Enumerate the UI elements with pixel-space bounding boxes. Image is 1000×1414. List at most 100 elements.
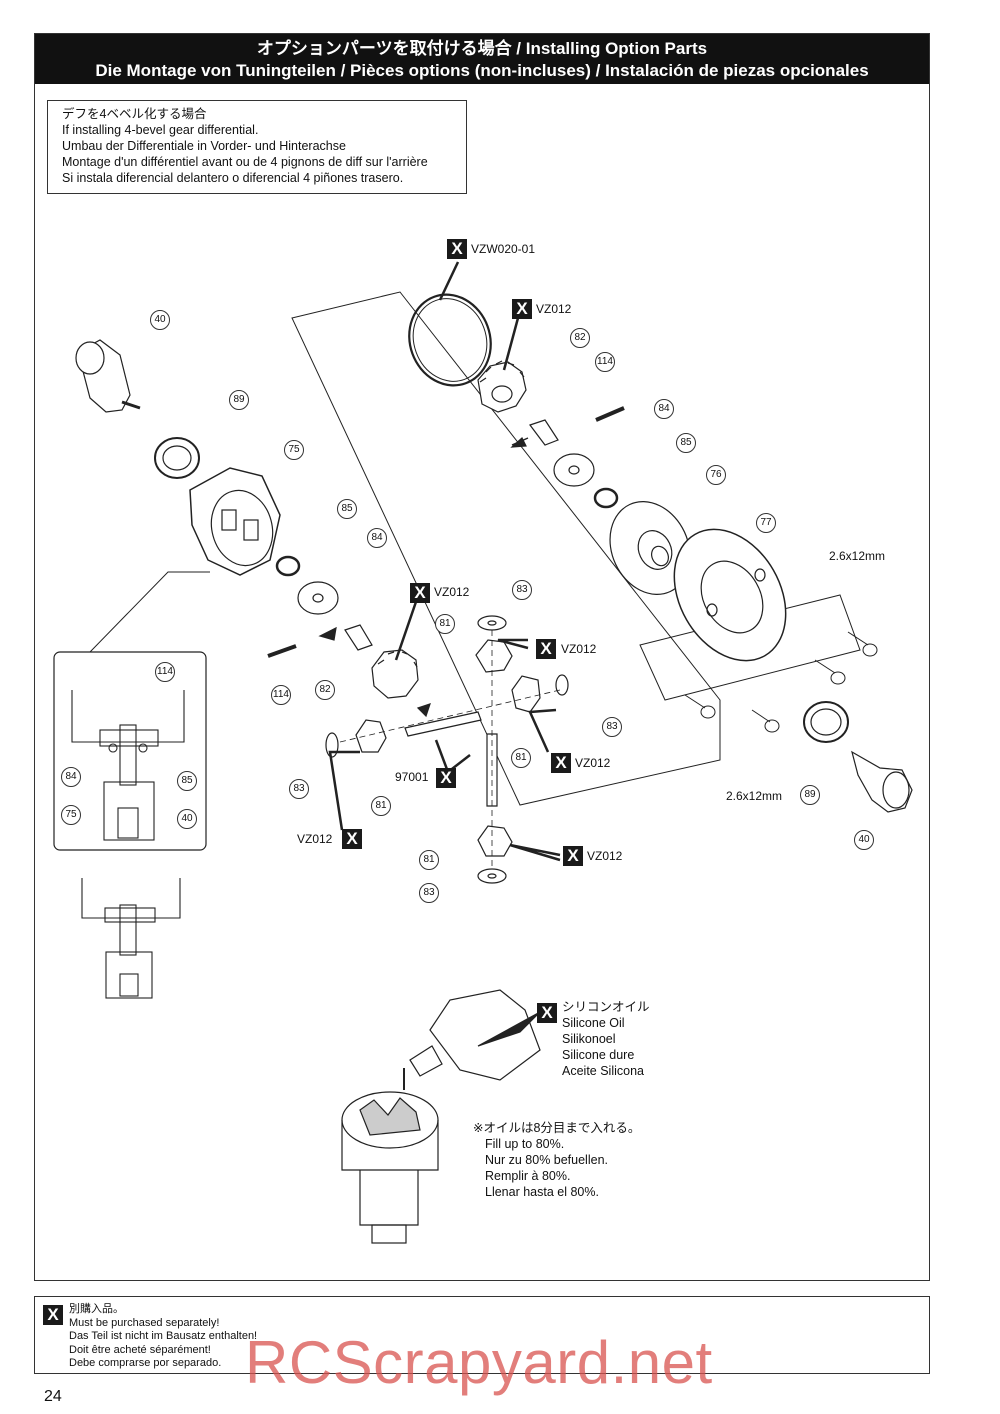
x-mark-vz012-right: X (551, 753, 571, 773)
washer-84-left (297, 581, 339, 615)
part-number-82-top: 82 (570, 328, 590, 348)
watermark: RCScrapyard.net (245, 1329, 713, 1396)
x-mark-vz012-top: X (512, 299, 532, 319)
inset-number-75: 75 (61, 805, 81, 825)
legend-text: 別購入品。 Must be purchased separately! Das … (69, 1303, 257, 1371)
bevel-gear-82-top (477, 360, 527, 413)
fill-line-de: Nur zu 80% befuellen. (485, 1153, 608, 1167)
part-number-83-top: 83 (512, 580, 532, 600)
filled-diff-case (341, 1091, 439, 1244)
legend-line-jp: 別購入品。 (69, 1303, 124, 1315)
part-number-40-left: 40 (150, 310, 170, 330)
gear-panel-outline (291, 291, 721, 806)
part-number-114-top: 114 (595, 352, 615, 372)
legend-line-de: Das Teil ist nicht im Bausatz enthalten! (69, 1330, 258, 1342)
silicone-oil-label: シリコンオイル Silicone Oil Silikonoel Silicone… (562, 999, 650, 1079)
oil-line-fr: Silicone dure (562, 1048, 635, 1062)
pinion-gears-81 (355, 639, 541, 857)
legend-line-es: Debe comprarse por separado. (69, 1357, 222, 1369)
part-number-89-left: 89 (229, 390, 249, 410)
part-number-83-right: 83 (602, 717, 622, 737)
output-cup-40-left (75, 339, 141, 413)
x-mark-vz012-bottom-left: X (342, 829, 362, 849)
x-mark-vzw020: X (447, 239, 467, 259)
assembled-profile (81, 878, 181, 999)
pin-114-left (267, 644, 297, 658)
title-line-1: オプションパーツを取付ける場合 / Installing Option Part… (256, 39, 708, 58)
part-number-84-top: 84 (654, 399, 674, 419)
code-vz012-left: VZ012 (434, 585, 470, 599)
inset-number-114: 114 (155, 662, 175, 682)
part-number-82-left: 82 (315, 680, 335, 700)
oil-bottle (403, 989, 541, 1090)
fill-line-fr: Remplir à 80%. (485, 1169, 571, 1183)
note-line-de: Umbau der Differentiale in Vorder- und H… (62, 139, 346, 153)
oring-85-top (593, 487, 619, 509)
x-mark-vz012-bottom: X (563, 846, 583, 866)
code-vz012-right: VZ012 (575, 756, 611, 770)
code-97001: 97001 (395, 770, 429, 784)
x-mark-97001: X (436, 768, 456, 788)
x-mark-legend: X (43, 1305, 63, 1325)
x-mark-vz012-left: X (410, 583, 430, 603)
note-line-es: Si instala diferencial delantero o difer… (62, 171, 404, 185)
bearing-89-left (154, 437, 200, 479)
code-vz012-top: VZ012 (536, 302, 572, 316)
code-vz012-bottom: VZ012 (587, 849, 623, 863)
title-line-2: Die Montage von Tuningteilen / Pièces op… (95, 61, 869, 80)
x-mark-vz012-mid: X (536, 639, 556, 659)
diff-case-75 (189, 467, 281, 576)
note-line-jp: デフを4ベベル化する場合 (62, 107, 207, 121)
part-number-76: 76 (706, 465, 726, 485)
inset-detail-box (53, 651, 207, 851)
o-ring (408, 293, 492, 387)
page-frame: オプションパーツを取付ける場合 / Installing Option Part… (34, 33, 930, 1281)
code-vz012-mid: VZ012 (561, 642, 597, 656)
part-number-81-left: 81 (371, 796, 391, 816)
legend-line-en: Must be purchased separately! (69, 1316, 220, 1329)
code-vz012-bottom-left: VZ012 (297, 832, 333, 846)
fill-instruction: ※オイルは8分目まで入れる。 Fill up to 80%. Nur zu 80… (473, 1120, 640, 1200)
part-number-40-right: 40 (854, 830, 874, 850)
note-line-fr: Montage d'un différentiel avant ou de 4 … (62, 155, 428, 169)
part-number-85-top: 85 (676, 433, 696, 453)
output-cup-40-right (851, 750, 913, 813)
instruction-note: デフを4ベベル化する場合 If installing 4-bevel gear … (47, 100, 467, 194)
note-line-en: If installing 4-bevel gear differential. (62, 123, 259, 137)
cross-shaft (404, 711, 482, 737)
fill-line-jp: ※オイルは8分目まで入れる。 (473, 1121, 641, 1135)
oil-line-en: Silicone Oil (562, 1016, 625, 1030)
part-number-89-right: 89 (800, 785, 820, 805)
oil-line-de: Silikonoel (562, 1032, 616, 1046)
inset-number-84: 84 (61, 767, 81, 787)
part-number-84-left: 84 (367, 528, 387, 548)
inset-number-85: 85 (177, 771, 197, 791)
screws-2.6x12-right (684, 631, 878, 733)
part-number-114-left: 114 (271, 685, 291, 705)
fill-line-en: Fill up to 80%. (485, 1137, 565, 1151)
inset-number-40: 40 (177, 809, 197, 829)
part-number-81-right: 81 (511, 748, 531, 768)
part-number-85-left: 85 (337, 499, 357, 519)
part-number-83-left: 83 (289, 779, 309, 799)
oring-85-left (275, 555, 301, 577)
diff-cap-76 (609, 501, 691, 595)
page-title: オプションパーツを取付ける場合 / Installing Option Part… (35, 34, 929, 84)
part-number-83-bottom: 83 (419, 883, 439, 903)
washer-84-top (553, 453, 595, 487)
page-number: 24 (44, 1388, 62, 1405)
screw-label-top: 2.6x12mm (829, 549, 886, 563)
part-number-77: 77 (756, 513, 776, 533)
screw-label-bottom: 2.6x12mm (726, 789, 783, 803)
bearing-89-right (803, 701, 849, 743)
x-mark-silicone-oil: X (537, 1003, 557, 1023)
footer-legend: X 別購入品。 Must be purchased separately! Da… (34, 1296, 930, 1374)
fill-line-es: Llenar hasta el 80%. (485, 1185, 599, 1199)
part-number-81-bottom: 81 (419, 850, 439, 870)
legend-line-fr: Doit être acheté séparément! (69, 1343, 211, 1356)
oil-line-es: Aceite Silicona (562, 1064, 644, 1078)
bevel-gear-82-left (371, 649, 419, 699)
ring-gear-77 (673, 528, 787, 662)
code-vzw020: VZW020-01 (471, 242, 536, 256)
